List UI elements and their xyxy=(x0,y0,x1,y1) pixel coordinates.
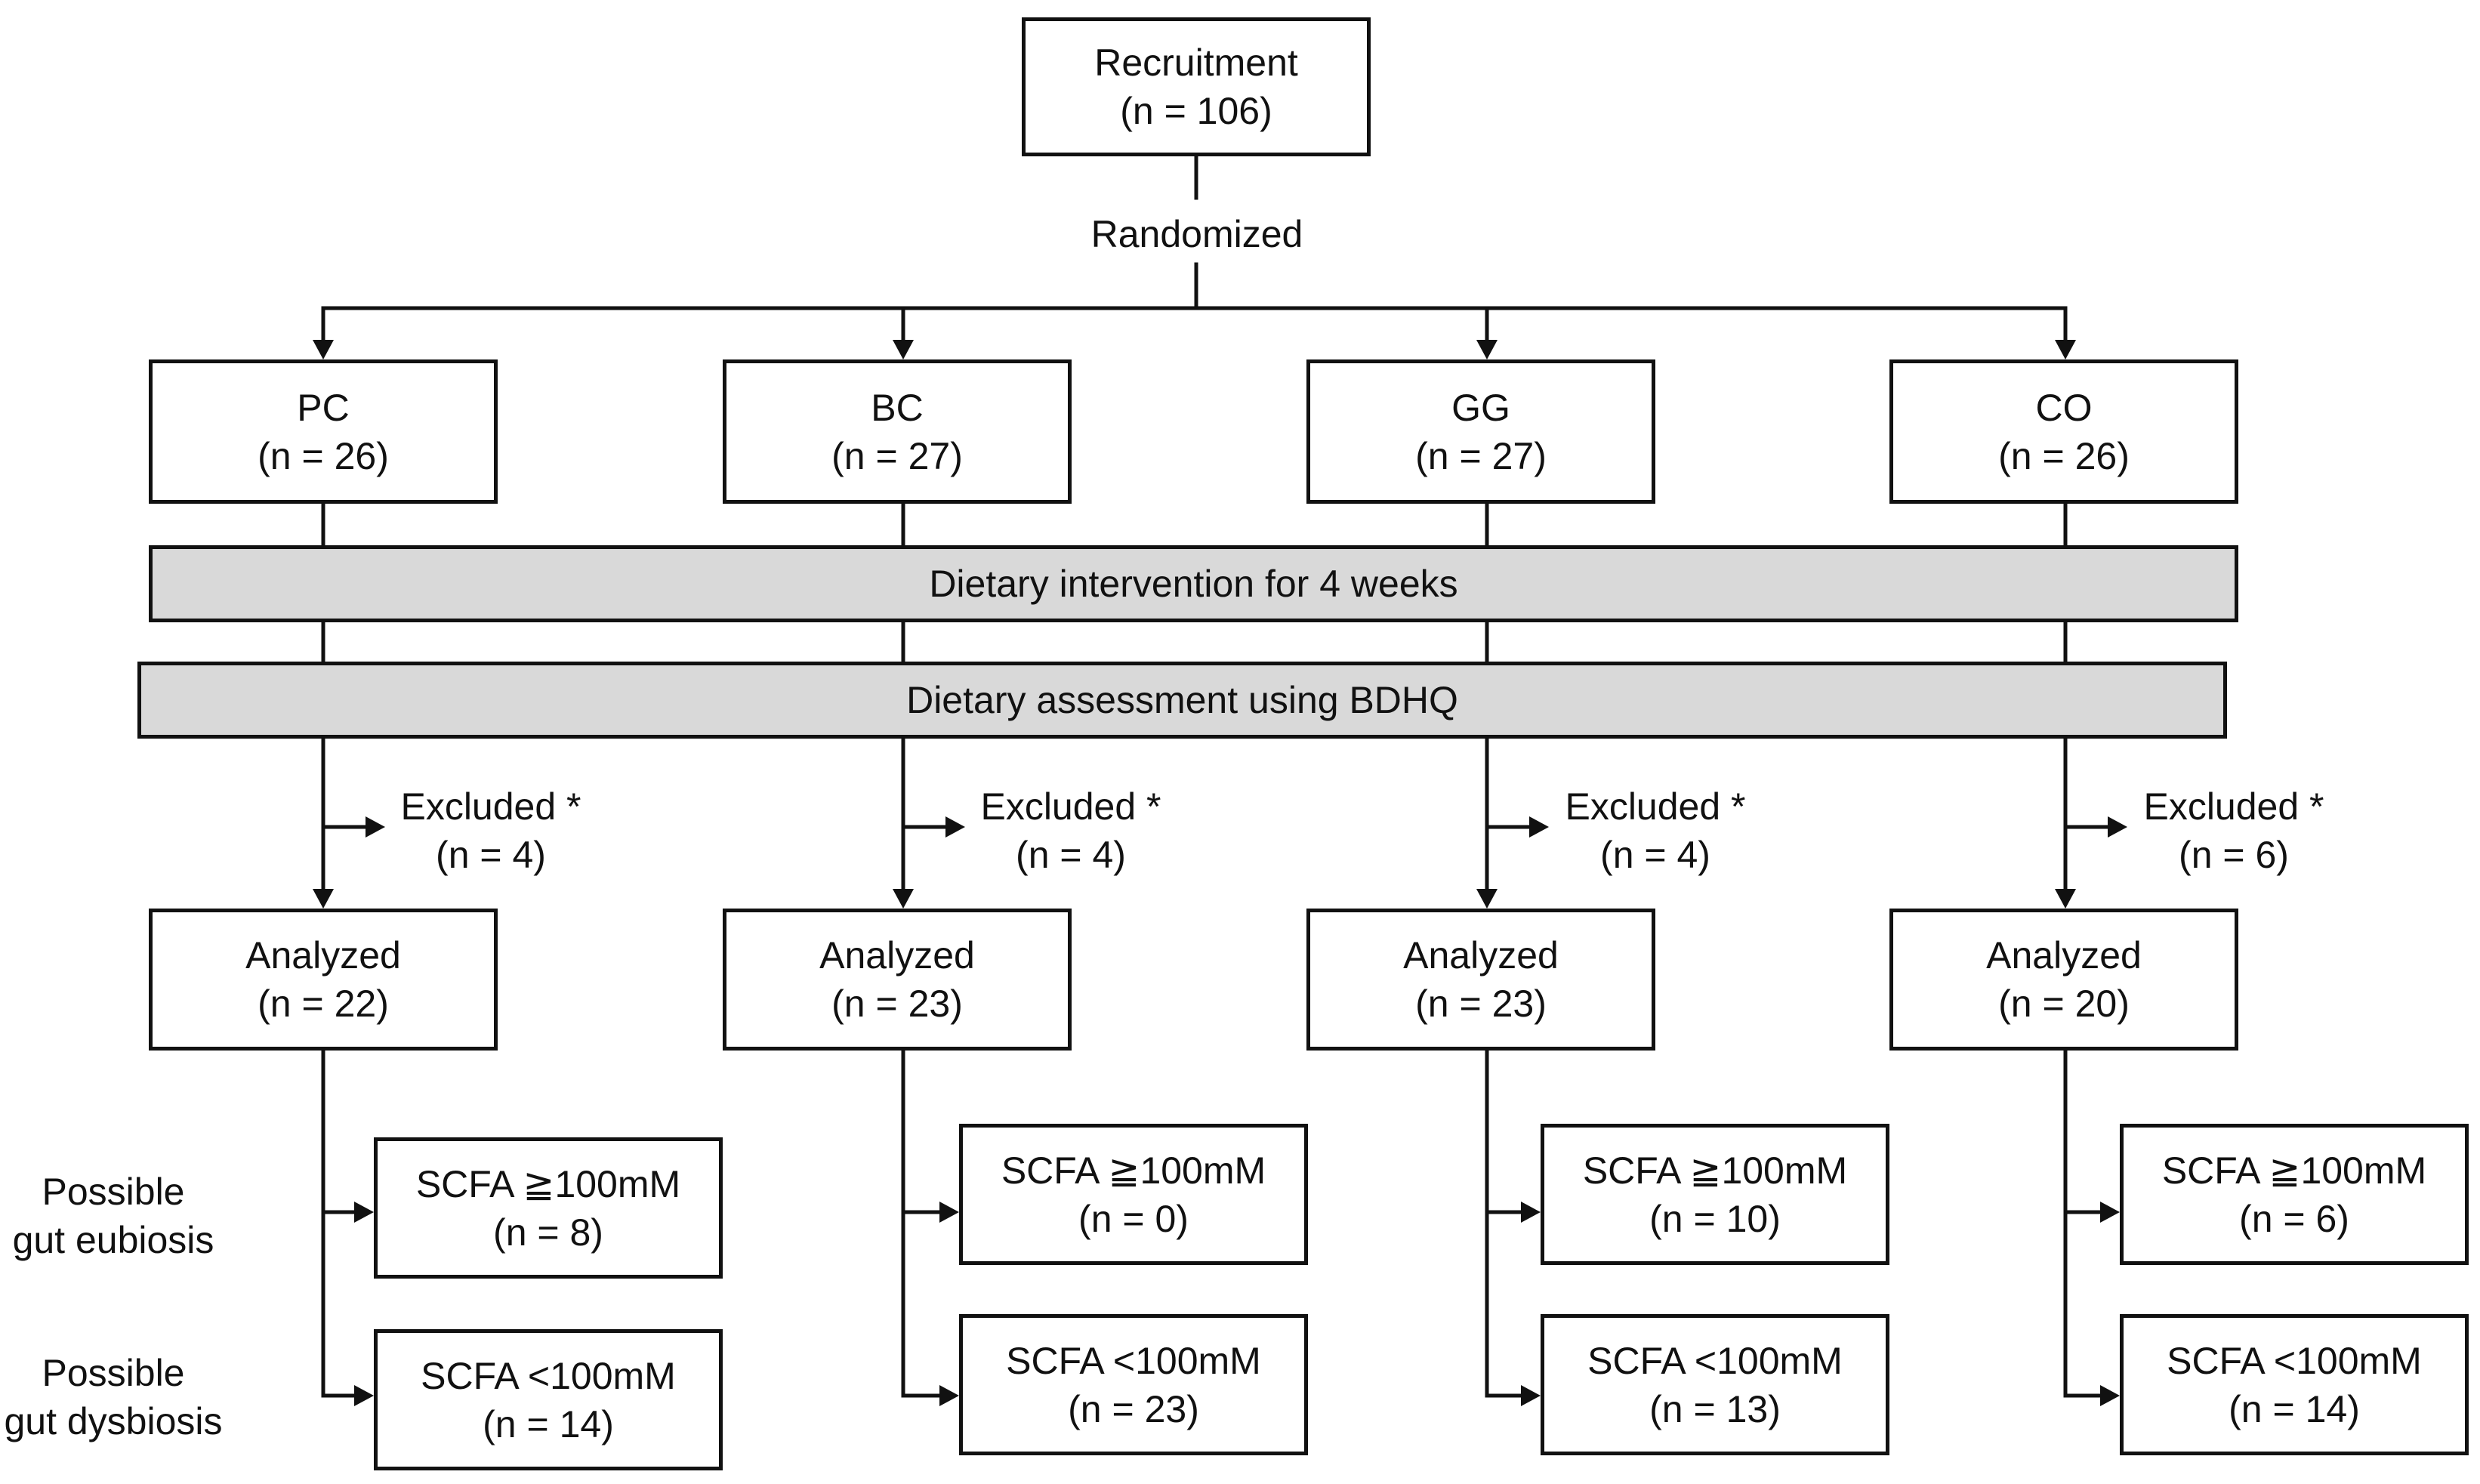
scfa-low-count: (n = 13) xyxy=(1649,1387,1781,1430)
scfa-high-label: SCFA ≧100mM xyxy=(415,1162,681,1205)
arrowhead-right xyxy=(939,1202,959,1223)
scfa-low-box-co: SCFA <100mM (n = 14) xyxy=(2120,1314,2469,1455)
excluded-count: (n = 4) xyxy=(436,834,546,876)
group-name: PC xyxy=(297,386,350,429)
dysbiosis-label-line-1: Possible xyxy=(42,1352,185,1394)
group-count: (n = 27) xyxy=(1415,434,1547,477)
randomized-label: Randomized xyxy=(1057,210,1337,258)
arrowhead-right xyxy=(1529,816,1549,838)
excluded-text: Excluded * xyxy=(2143,785,2324,828)
arrowhead-down xyxy=(893,340,914,359)
assessment-label: Dietary assessment using BDHQ xyxy=(906,679,1458,721)
group-name: CO xyxy=(2035,386,2093,429)
scfa-low-label: SCFA <100mM xyxy=(2167,1339,2422,1382)
analyzed-count: (n = 23) xyxy=(1415,983,1547,1025)
group-box-gg: GG (n = 27) xyxy=(1306,359,1655,504)
dysbiosis-label-line-2: gut dysbiosis xyxy=(4,1400,223,1442)
scfa-low-label: SCFA <100mM xyxy=(1006,1339,1261,1382)
scfa-low-label: SCFA <100mM xyxy=(1587,1339,1843,1382)
group-box-bc: BC (n = 27) xyxy=(723,359,1072,504)
scfa-high-count: (n = 6) xyxy=(2239,1197,2349,1240)
arrowhead-down xyxy=(313,340,334,359)
recruitment-box: Recruitment (n = 106) xyxy=(1022,17,1371,156)
arrowhead-right xyxy=(366,816,385,838)
scfa-high-box-bc: SCFA ≧100mM (n = 0) xyxy=(959,1124,1308,1265)
excluded-text: Excluded * xyxy=(1565,785,1746,828)
arrowhead-down xyxy=(1476,340,1498,359)
analyzed-box-pc: Analyzed (n = 22) xyxy=(149,909,498,1051)
analyzed-title: Analyzed xyxy=(1986,934,2142,976)
analyzed-count: (n = 23) xyxy=(831,983,963,1025)
recruitment-title: Recruitment xyxy=(1094,42,1298,84)
excluded-label-co: Excluded * (n = 6) xyxy=(2121,782,2347,879)
excluded-label-bc: Excluded * (n = 4) xyxy=(958,782,1184,879)
scfa-high-box-gg: SCFA ≧100mM (n = 10) xyxy=(1541,1124,1889,1265)
arrowhead-down xyxy=(2055,340,2076,359)
excluded-count: (n = 4) xyxy=(1600,834,1710,876)
analyzed-box-gg: Analyzed (n = 23) xyxy=(1306,909,1655,1051)
arrowhead-down xyxy=(1476,889,1498,909)
arrowhead-right xyxy=(1521,1385,1541,1406)
recruitment-count: (n = 106) xyxy=(1120,90,1272,132)
eubiosis-row-label: Possible gut eubiosis xyxy=(0,1168,227,1264)
excluded-text: Excluded * xyxy=(980,785,1161,828)
excluded-label-pc: Excluded * (n = 4) xyxy=(378,782,604,879)
arrowhead-right xyxy=(2100,1385,2120,1406)
analyzed-title: Analyzed xyxy=(1403,934,1559,976)
excluded-label-gg: Excluded * (n = 4) xyxy=(1542,782,1769,879)
dysbiosis-row-label: Possible gut dysbiosis xyxy=(0,1349,227,1445)
intervention-label: Dietary intervention for 4 weeks xyxy=(929,563,1458,605)
group-count: (n = 26) xyxy=(258,434,389,477)
analyzed-count: (n = 22) xyxy=(258,983,389,1025)
analyzed-count: (n = 20) xyxy=(1998,983,2130,1025)
scfa-high-label: SCFA ≧100mM xyxy=(1582,1149,1848,1192)
arrowhead-down xyxy=(313,889,334,909)
scfa-high-count: (n = 8) xyxy=(493,1211,603,1254)
scfa-low-box-gg: SCFA <100mM (n = 13) xyxy=(1541,1314,1889,1455)
analyzed-title: Analyzed xyxy=(819,934,975,976)
scfa-low-box-pc: SCFA <100mM (n = 14) xyxy=(374,1329,723,1470)
eubiosis-label-line-1: Possible xyxy=(42,1171,185,1213)
analyzed-box-co: Analyzed (n = 20) xyxy=(1889,909,2238,1051)
group-box-pc: PC (n = 26) xyxy=(149,359,498,504)
scfa-low-count: (n = 14) xyxy=(2229,1387,2360,1430)
arrowhead-right xyxy=(1521,1202,1541,1223)
analyzed-box-bc: Analyzed (n = 23) xyxy=(723,909,1072,1051)
intervention-bar: Dietary intervention for 4 weeks xyxy=(149,545,2238,622)
scfa-low-count: (n = 23) xyxy=(1068,1387,1199,1430)
arrowhead-right xyxy=(2100,1202,2120,1223)
group-name: GG xyxy=(1451,386,1510,429)
group-count: (n = 27) xyxy=(831,434,963,477)
scfa-low-label: SCFA <100mM xyxy=(421,1354,676,1397)
group-count: (n = 26) xyxy=(1998,434,2130,477)
scfa-high-box-co: SCFA ≧100mM (n = 6) xyxy=(2120,1124,2469,1265)
scfa-high-count: (n = 0) xyxy=(1078,1197,1189,1240)
arrowhead-right xyxy=(2108,816,2127,838)
excluded-count: (n = 6) xyxy=(2179,834,2289,876)
arrowhead-down xyxy=(2055,889,2076,909)
scfa-high-box-pc: SCFA ≧100mM (n = 8) xyxy=(374,1137,723,1279)
arrowhead-right xyxy=(354,1385,374,1406)
arrowhead-down xyxy=(893,889,914,909)
scfa-high-label: SCFA ≧100mM xyxy=(1001,1149,1266,1192)
excluded-count: (n = 4) xyxy=(1016,834,1126,876)
arrowhead-right xyxy=(354,1202,374,1223)
group-name: BC xyxy=(871,386,924,429)
arrowhead-right xyxy=(939,1385,959,1406)
group-box-co: CO (n = 26) xyxy=(1889,359,2238,504)
assessment-bar: Dietary assessment using BDHQ xyxy=(137,662,2227,739)
eubiosis-label-line-2: gut eubiosis xyxy=(12,1219,214,1261)
analyzed-title: Analyzed xyxy=(245,934,401,976)
scfa-low-count: (n = 14) xyxy=(483,1402,614,1445)
scfa-low-box-bc: SCFA <100mM (n = 23) xyxy=(959,1314,1308,1455)
arrowhead-right xyxy=(945,816,965,838)
excluded-text: Excluded * xyxy=(400,785,581,828)
scfa-high-count: (n = 10) xyxy=(1649,1197,1781,1240)
scfa-high-label: SCFA ≧100mM xyxy=(2161,1149,2427,1192)
